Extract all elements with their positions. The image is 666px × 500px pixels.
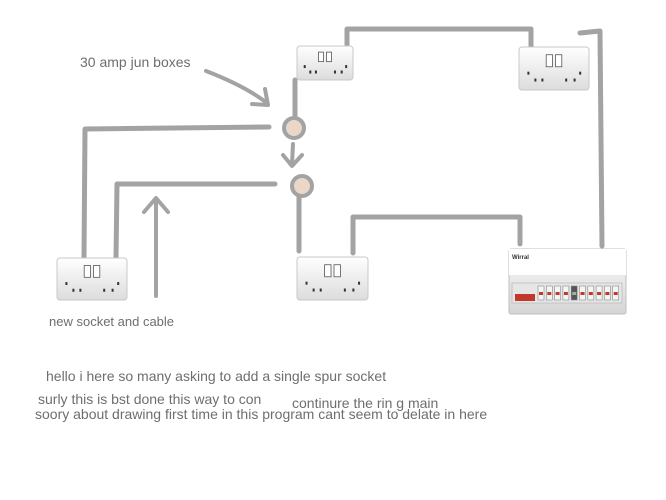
arrow-jb1-to-jb2-icon xyxy=(290,142,295,166)
consumer-unit-top-band xyxy=(509,249,626,275)
arrow-to-jb1-icon xyxy=(204,69,269,105)
junction-box-icon xyxy=(282,116,306,140)
socket-pin xyxy=(312,288,315,292)
breaker-toggle xyxy=(563,292,568,295)
socket-pin xyxy=(305,281,308,285)
socket-pin xyxy=(352,288,355,292)
junction-box-2 xyxy=(290,174,314,198)
socket-switch-left xyxy=(318,51,324,63)
breaker-toggle xyxy=(597,292,602,295)
socket-switch-left xyxy=(545,54,553,68)
wires xyxy=(81,26,605,261)
socket-pin xyxy=(79,288,82,292)
comment-line-2b: continure the rin g main xyxy=(292,395,439,411)
socket-switch-left xyxy=(324,264,332,278)
socket-pin xyxy=(534,78,537,82)
wire-mid-socket-to-cu xyxy=(350,214,523,256)
socket-pin xyxy=(103,288,106,292)
breaker-toggle xyxy=(539,292,543,295)
double-socket-icon xyxy=(296,45,354,81)
label-jun-boxes: 30 amp jun boxes xyxy=(80,54,191,70)
socket-switch-right xyxy=(93,265,101,278)
socket-pin xyxy=(345,65,348,69)
double-socket-icon xyxy=(56,257,128,301)
comment-line-2: surly this is bst done this way to con xyxy=(38,391,262,407)
socket-pin xyxy=(573,78,576,82)
arrow-up-head-icon xyxy=(142,196,170,214)
socket-pin xyxy=(541,78,544,82)
socket-pin xyxy=(343,288,346,292)
breaker-toggle xyxy=(572,292,577,295)
comment-line-3: soory about drawing first time in this p… xyxy=(35,406,488,422)
arrow-to-jb1-head-icon xyxy=(250,87,270,107)
wire-jb1-to-new-socket xyxy=(81,124,272,261)
socket-pin xyxy=(309,70,312,74)
socket-pin xyxy=(111,288,114,292)
socket-pin xyxy=(340,70,343,74)
double-socket-icon xyxy=(296,256,369,301)
socket-pin xyxy=(117,282,120,286)
arrow-jb1-to-jb2-head-icon xyxy=(281,153,304,168)
breaker-toggle xyxy=(580,292,585,295)
socket-switch-right xyxy=(333,264,341,278)
breaker-toggle xyxy=(555,292,560,295)
double-socket-icon xyxy=(518,46,590,91)
socket-top-right xyxy=(518,46,590,91)
socket-pin xyxy=(565,78,568,82)
consumer-unit-brand: Wirral xyxy=(512,255,529,261)
socket-new xyxy=(56,257,128,301)
comment-line-1: hello i here so many asking to add a sin… xyxy=(46,368,387,384)
socket-middle xyxy=(296,256,369,301)
socket-pin xyxy=(72,288,75,292)
socket-switch-right xyxy=(555,54,563,68)
socket-top-middle xyxy=(296,45,354,81)
wire-top-ring xyxy=(344,26,534,53)
wire-jb2-to-new-socket xyxy=(113,181,278,261)
socket-pin xyxy=(65,282,68,286)
label-new-socket: new socket and cable xyxy=(49,314,175,329)
socket-switch-right xyxy=(326,51,332,63)
socket-pin xyxy=(303,65,306,69)
socket-pin xyxy=(314,70,317,74)
consumer-unit-main-switch xyxy=(515,294,535,301)
breaker-toggle xyxy=(547,292,552,295)
junction-box-icon xyxy=(290,174,314,198)
socket-pin xyxy=(358,281,361,285)
socket-pin xyxy=(333,70,336,74)
wire-right-ring xyxy=(577,28,605,249)
socket-pin xyxy=(579,71,582,75)
consumer-unit: Wirral xyxy=(508,248,627,315)
junction-box-1 xyxy=(282,116,306,140)
socket-switch-left xyxy=(83,265,91,278)
socket-pin xyxy=(319,288,322,292)
arrows xyxy=(142,69,304,298)
breaker-toggle xyxy=(588,292,593,295)
socket-pin xyxy=(527,71,530,75)
breaker-toggle xyxy=(605,292,610,295)
breaker-toggle xyxy=(613,292,618,295)
consumer-unit-breakers xyxy=(537,285,620,301)
